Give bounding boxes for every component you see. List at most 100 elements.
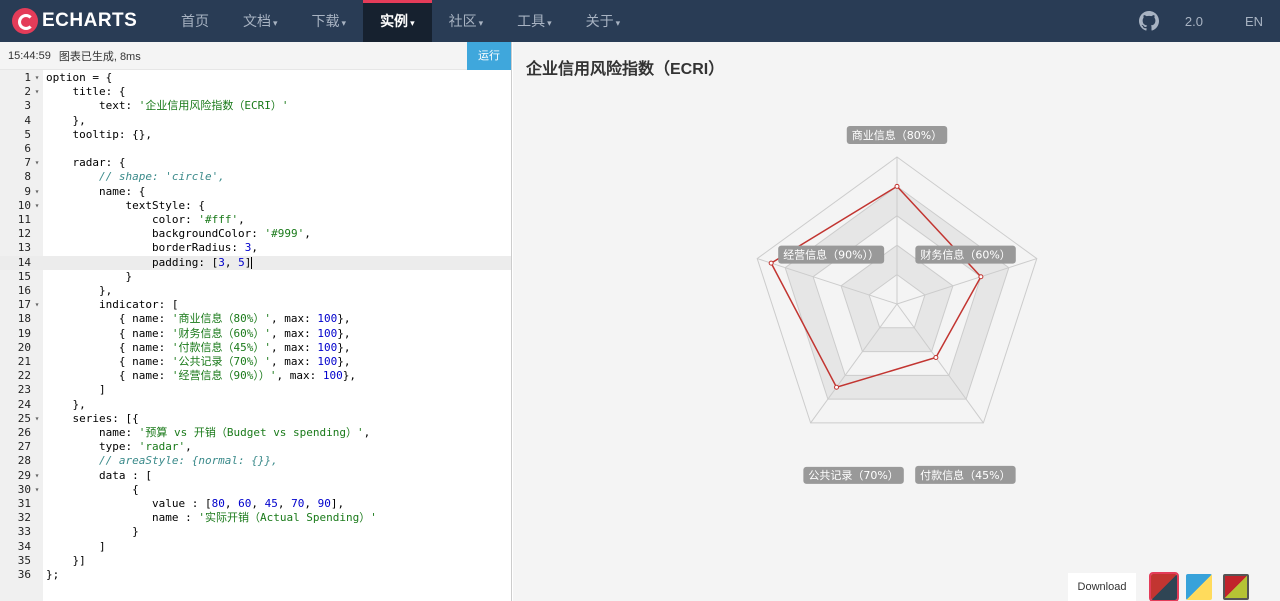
indicator-name: 商业信息（80%） bbox=[852, 128, 942, 142]
code-line[interactable]: 3 text: '企业信用风险指数（ECRI）' bbox=[0, 99, 511, 113]
line-number: 4 bbox=[24, 113, 31, 127]
code-line[interactable]: 15 } bbox=[0, 270, 511, 284]
nav-item-6[interactable]: 关于▾ bbox=[569, 0, 638, 42]
code-line[interactable]: 29▾ data : [ bbox=[0, 469, 511, 483]
line-number: 27 bbox=[17, 440, 31, 454]
line-number: 3 bbox=[24, 99, 31, 113]
code-token: }, bbox=[46, 113, 86, 127]
code-line[interactable]: 17▾ indicator: [ bbox=[0, 298, 511, 312]
line-number: 15 bbox=[17, 269, 31, 283]
code-token: }; bbox=[46, 568, 60, 581]
github-icon[interactable] bbox=[1138, 11, 1159, 31]
code-line[interactable]: 24 }, bbox=[0, 398, 511, 412]
code-line[interactable]: 13 borderRadius: 3, bbox=[0, 241, 511, 255]
code-line[interactable]: 5 tooltip: {}, bbox=[0, 128, 511, 142]
line-number: 23 bbox=[17, 383, 31, 397]
fold-toggle-icon[interactable]: ▾ bbox=[34, 200, 40, 210]
code-text: ] bbox=[46, 383, 106, 397]
code-line[interactable]: 4 }, bbox=[0, 114, 511, 128]
nav-item-label: 社区 bbox=[448, 13, 477, 29]
nav-item-3[interactable]: 实例▾ bbox=[363, 0, 432, 42]
code-token: series: [{ bbox=[46, 411, 139, 425]
nav-item-5[interactable]: 工具▾ bbox=[500, 0, 569, 42]
code-line[interactable]: 1▾option = { bbox=[0, 71, 511, 85]
code-line[interactable]: 19 { name: '财务信息（60%）', max: 100}, bbox=[0, 327, 511, 341]
echarts-logo[interactable]: ECHARTS bbox=[12, 0, 162, 42]
theme-vintage-swatch[interactable] bbox=[1223, 574, 1249, 600]
code-line[interactable]: 36}; bbox=[0, 568, 511, 582]
code-line[interactable]: 12 backgroundColor: '#999', bbox=[0, 227, 511, 241]
fold-toggle-icon[interactable]: ▾ bbox=[34, 484, 40, 494]
code-line[interactable]: 20 { name: '付款信息（45%）', max: 100}, bbox=[0, 341, 511, 355]
code-token: { name: bbox=[46, 355, 172, 368]
nav-item-label: 文档 bbox=[243, 13, 271, 29]
fold-toggle-icon[interactable]: ▾ bbox=[34, 300, 40, 310]
code-line[interactable]: 11 color: '#fff', bbox=[0, 213, 511, 227]
code-token: 45 bbox=[264, 497, 278, 510]
code-token: , bbox=[304, 227, 311, 241]
code-line[interactable]: 31 value : [80, 60, 45, 70, 90], bbox=[0, 497, 511, 511]
nav-item-2[interactable]: 下载▾ bbox=[295, 0, 364, 42]
code-token: } bbox=[46, 525, 139, 539]
code-token: , max: bbox=[270, 326, 318, 340]
nav-item-4[interactable]: 社区▾ bbox=[432, 0, 501, 42]
code-token: , bbox=[363, 426, 371, 439]
code-line[interactable]: 32 name : '实际开销（Actual Spending）' bbox=[0, 511, 511, 525]
line-number: 20 bbox=[17, 340, 31, 354]
code-token: option = { bbox=[46, 71, 113, 84]
code-line[interactable]: 34 ] bbox=[0, 540, 511, 554]
code-text: data : [ bbox=[46, 469, 152, 483]
code-token: backgroundColor: bbox=[46, 227, 265, 241]
code-line[interactable]: 35 }] bbox=[0, 554, 511, 568]
radar-axis-line bbox=[896, 303, 984, 424]
code-line[interactable]: 27 type: 'radar', bbox=[0, 440, 511, 454]
code-line[interactable]: 25▾ series: [{ bbox=[0, 412, 511, 426]
code-line[interactable]: 22 { name: '经营信息（90%））', max: 100}, bbox=[0, 369, 511, 383]
code-line[interactable]: 23 ] bbox=[0, 383, 511, 397]
fold-toggle-icon[interactable]: ▾ bbox=[34, 470, 40, 480]
code-text: { name: '财务信息（60%）', max: 100}, bbox=[46, 326, 351, 341]
code-line[interactable]: 30▾ { bbox=[0, 483, 511, 497]
code-line[interactable]: 18 { name: '商业信息（80%）', max: 100}, bbox=[0, 312, 511, 326]
version-switch[interactable]: 2.0 bbox=[1184, 13, 1203, 29]
code-text: name: { bbox=[46, 185, 145, 199]
label-background bbox=[846, 126, 948, 144]
nav-item-1[interactable]: 文档▾ bbox=[226, 0, 295, 42]
line-number: 5 bbox=[24, 127, 31, 141]
code-token: value : [ bbox=[46, 497, 212, 510]
indicator-name: 财务信息（60%） bbox=[920, 248, 1010, 262]
fold-toggle-icon[interactable]: ▾ bbox=[34, 87, 40, 97]
code-line[interactable]: 14 padding: [3, 5] bbox=[0, 255, 511, 270]
theme-default-swatch[interactable] bbox=[1149, 572, 1179, 601]
code-line[interactable]: 28 // areaStyle: {normal: {}}, bbox=[0, 454, 511, 468]
nav-item-0[interactable]: 首页 bbox=[164, 0, 226, 42]
code-token: 100 bbox=[317, 312, 338, 326]
fold-toggle-icon[interactable]: ▾ bbox=[34, 73, 40, 82]
language-switch[interactable]: EN bbox=[1244, 13, 1263, 29]
code-line[interactable]: 10▾ textStyle: { bbox=[0, 199, 511, 213]
code-token: '经营信息（90%））' bbox=[171, 369, 277, 383]
code-line[interactable]: 26 name: '预算 vs 开销（Budget vs spending）', bbox=[0, 426, 511, 440]
code-line[interactable]: 33 } bbox=[0, 525, 511, 539]
code-token: '实际开销（Actual Spending）' bbox=[198, 511, 377, 525]
code-line[interactable]: 6 bbox=[0, 142, 511, 156]
code-line[interactable]: 7▾ radar: { bbox=[0, 156, 511, 170]
code-line[interactable]: 8 // shape: 'circle', bbox=[0, 170, 511, 184]
fold-toggle-icon[interactable]: ▾ bbox=[34, 413, 40, 423]
code-line[interactable]: 9▾ name: { bbox=[0, 185, 511, 199]
indicator-name: 付款信息（45%） bbox=[920, 468, 1010, 482]
code-line[interactable]: 2▾ title: { bbox=[0, 85, 511, 99]
code-text: { name: '公共记录（70%）', max: 100}, bbox=[46, 355, 351, 369]
theme-light-swatch[interactable] bbox=[1186, 574, 1212, 600]
fold-toggle-icon[interactable]: ▾ bbox=[34, 186, 40, 196]
code-text: }, bbox=[46, 113, 86, 128]
code-token: name: { bbox=[46, 184, 146, 198]
radar-indicator-label: 财务信息（60%） bbox=[915, 245, 1016, 264]
fold-toggle-icon[interactable]: ▾ bbox=[34, 158, 40, 168]
download-button[interactable]: Download bbox=[1068, 573, 1136, 601]
code-line[interactable]: 16 }, bbox=[0, 284, 511, 298]
code-editor[interactable]: 1▾option = {2▾ title: {3 text: '企业信用风险指数… bbox=[0, 70, 511, 601]
code-line[interactable]: 21 { name: '公共记录（70%）', max: 100}, bbox=[0, 355, 511, 369]
line-number: 19 bbox=[17, 326, 31, 340]
run-button[interactable]: 运行 bbox=[467, 42, 511, 70]
